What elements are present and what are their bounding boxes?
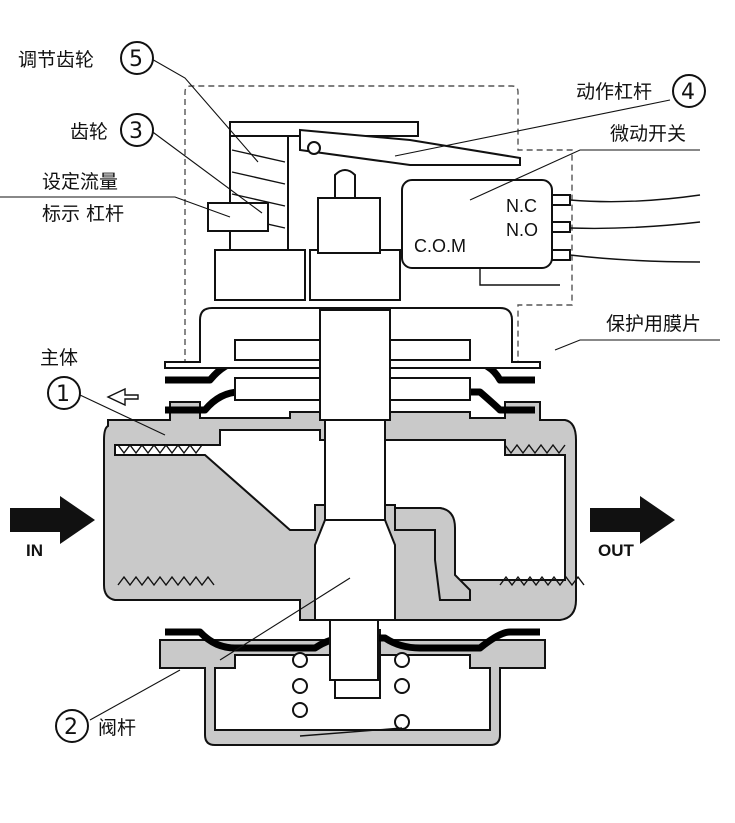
gear-number: 3 (129, 119, 143, 144)
valve-stem (314, 309, 396, 681)
action-lever-number: 4 (681, 80, 695, 105)
flow-indicator-label-line1: 设定流量 (42, 171, 118, 193)
valve-stem-number: 2 (64, 715, 78, 740)
main-body-label: 主体 (40, 347, 78, 369)
gear-label: 齿轮 (70, 121, 108, 143)
micro-switch-label: 微动开关 (610, 123, 686, 145)
protective-membrane-label: 保护用膜片 (606, 313, 701, 335)
lower-chamber (159, 629, 546, 746)
in-label: IN (26, 541, 43, 560)
valve-stem-label: 阀杆 (98, 717, 136, 739)
main-body-number: 1 (56, 382, 70, 407)
adjust-gear-label: 调节齿轮 (18, 49, 94, 71)
callouts: 调节齿轮 5 齿轮 3 设定流量 标示 杠杆 动作杠杆 4 微动开关 保护用膜片… (18, 41, 706, 743)
gear-mechanism (207, 121, 521, 301)
flow-indicator-label-line2: 标示 杠杆 (42, 203, 124, 225)
switch-pin-com: C.O.M (414, 236, 466, 256)
switch-pin-nc: N.C (506, 196, 537, 216)
in-flow-arrow: IN (10, 496, 95, 560)
leader-lines (0, 57, 720, 721)
spring-balls (292, 652, 410, 737)
micro-switch: N.C N.O C.O.M (401, 179, 701, 286)
switch-pin-no: N.O (506, 220, 538, 240)
left-arrow-icon (106, 387, 139, 407)
out-flow-arrow: OUT (590, 496, 675, 560)
cover-outline (184, 85, 573, 365)
out-label: OUT (598, 541, 635, 560)
adjust-gear-number: 5 (129, 47, 143, 72)
action-lever-label: 动作杠杆 (576, 81, 652, 103)
